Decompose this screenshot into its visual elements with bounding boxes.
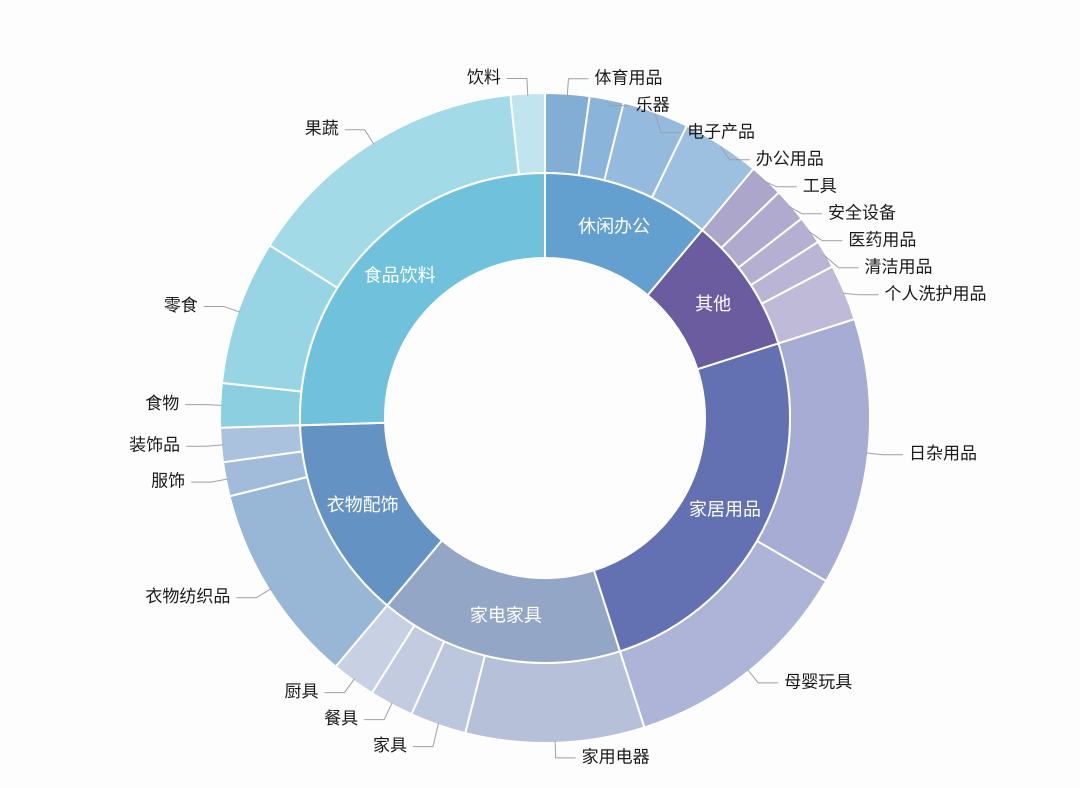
leader-line-0-3 bbox=[720, 146, 750, 161]
leader-line-1-2 bbox=[808, 230, 843, 242]
leader-line-5-0 bbox=[185, 404, 223, 406]
outer-segment-label-3-0: 家用电器 bbox=[582, 747, 650, 766]
outer-segment-label-1-3: 清洁用品 bbox=[865, 257, 933, 276]
outer-segment-label-0-2: 电子产品 bbox=[687, 122, 755, 141]
outer-segment-label-5-1: 零食 bbox=[164, 296, 198, 315]
inner-segment-label-5: 食品饮料 bbox=[364, 266, 436, 286]
outer-segment-label-1-4: 个人洗护用品 bbox=[885, 284, 987, 303]
outer-segment-label-3-1: 家具 bbox=[373, 736, 407, 755]
outer-segment-label-4-1: 服饰 bbox=[151, 472, 185, 491]
outer-segment-label-3-2: 餐具 bbox=[324, 709, 358, 728]
leader-line-5-3 bbox=[506, 77, 529, 96]
leader-line-0-0 bbox=[566, 78, 589, 96]
leader-line-4-1 bbox=[191, 478, 228, 483]
outer-segment-label-2-1: 母婴玩具 bbox=[784, 672, 852, 691]
outer-segment-label-0-1: 乐器 bbox=[636, 95, 670, 114]
leader-line-5-1 bbox=[203, 305, 241, 313]
inner-segment-label-2: 家居用品 bbox=[689, 499, 761, 519]
leader-line-1-3 bbox=[823, 254, 859, 269]
leader-line-3-3 bbox=[324, 678, 355, 694]
inner-segment-label-4: 衣物配饰 bbox=[327, 495, 399, 515]
outer-segment-label-1-0: 工具 bbox=[803, 176, 837, 195]
inner-segment-5 bbox=[299, 171, 546, 427]
leader-line-1-0 bbox=[764, 181, 797, 188]
inner-segment-label-3: 家电家具 bbox=[470, 605, 542, 625]
leader-line-2-0 bbox=[866, 452, 904, 456]
outer-segment-label-4-0: 衣物纺织品 bbox=[145, 587, 230, 606]
leader-line-4-2 bbox=[186, 444, 224, 447]
leader-line-4-0 bbox=[236, 588, 272, 599]
leader-line-0-1 bbox=[606, 100, 630, 107]
outer-segment-label-1-1: 安全设备 bbox=[828, 203, 896, 222]
leader-line-5-2 bbox=[344, 129, 375, 145]
outer-segment-label-1-2: 医药用品 bbox=[848, 230, 916, 249]
leader-line-3-1 bbox=[412, 722, 440, 748]
outer-segment-label-5-0: 食物 bbox=[145, 394, 179, 413]
outer-segment-label-3-3: 厨具 bbox=[284, 682, 318, 701]
leader-line-0-2 bbox=[654, 114, 682, 134]
inner-segment-label-0: 休闲办公 bbox=[578, 216, 650, 236]
outer-segment-label-0-3: 办公用品 bbox=[756, 149, 824, 168]
inner-segment-2 bbox=[592, 342, 791, 653]
leader-line-1-1 bbox=[788, 206, 822, 215]
leader-line-3-2 bbox=[364, 702, 393, 721]
outer-segment-label-0-0: 体育用品 bbox=[594, 68, 662, 87]
inner-segment-label-1: 其他 bbox=[695, 294, 731, 314]
outer-segment-label-5-2: 果蔬 bbox=[305, 119, 339, 138]
outer-segment-3-0 bbox=[464, 650, 646, 744]
outer-segment-label-5-3: 饮料 bbox=[467, 68, 501, 87]
outer-segment-label-2-0: 日杂用品 bbox=[909, 444, 977, 463]
outer-segment-label-4-2: 装饰品 bbox=[129, 436, 180, 455]
leader-line-2-1 bbox=[747, 669, 779, 684]
leader-line-1-4 bbox=[842, 292, 879, 296]
leader-line-3-0 bbox=[554, 740, 576, 759]
